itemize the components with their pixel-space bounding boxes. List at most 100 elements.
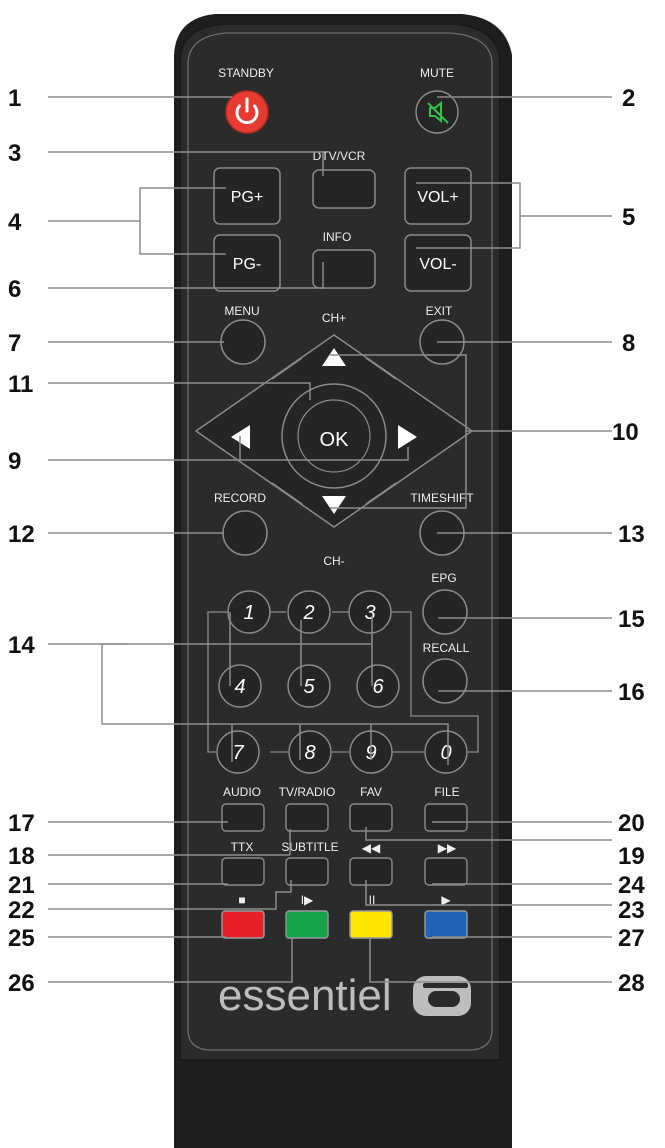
callout-13: 13 bbox=[618, 521, 645, 548]
record-button[interactable] bbox=[222, 510, 268, 556]
brand-logo: essentiel bbox=[218, 971, 471, 1020]
callout-19: 19 bbox=[618, 843, 645, 870]
pg-plus-label: PG+ bbox=[231, 189, 263, 206]
number-pad-frame bbox=[207, 611, 479, 753]
digit-button-3[interactable]: 3 bbox=[348, 590, 392, 634]
digit-label: 7 bbox=[232, 742, 244, 764]
dtv-vcr-button[interactable] bbox=[312, 169, 376, 209]
fav-button[interactable] bbox=[349, 803, 393, 832]
callout-18: 18 bbox=[8, 843, 35, 870]
tv-radio-label: TV/RADIO bbox=[279, 785, 336, 799]
callout-3: 3 bbox=[8, 140, 21, 167]
callout-5: 5 bbox=[622, 204, 635, 231]
red-button[interactable] bbox=[221, 910, 265, 939]
fast-forward-icon: ▶▶ bbox=[438, 841, 457, 855]
arrow-up-icon[interactable] bbox=[322, 348, 346, 366]
button-labels: STANDBY MUTE DTV/VCR INFO MENU EXIT CH+ … bbox=[214, 66, 474, 907]
digit-label: 5 bbox=[303, 676, 315, 698]
vol-plus-button[interactable]: VOL+ bbox=[404, 167, 472, 225]
subtitle-label: SUBTITLE bbox=[281, 840, 338, 854]
callout-numbers: 1 2 3 4 5 6 7 8 9 10 11 12 13 14 15 16 1… bbox=[8, 85, 645, 997]
callout-2: 2 bbox=[622, 85, 635, 112]
ok-button[interactable]: OK bbox=[281, 383, 387, 489]
vol-plus-label: VOL+ bbox=[417, 189, 458, 206]
ttx-button[interactable] bbox=[221, 857, 265, 886]
callout-28: 28 bbox=[618, 970, 645, 997]
ch-plus-label: CH+ bbox=[322, 311, 346, 325]
audio-label: AUDIO bbox=[223, 785, 261, 799]
digit-button-2[interactable]: 2 bbox=[287, 590, 331, 634]
play-icon: ▶ bbox=[441, 893, 451, 907]
standby-button[interactable] bbox=[225, 90, 269, 134]
record-label: RECORD bbox=[214, 491, 266, 505]
tv-radio-button[interactable] bbox=[285, 803, 329, 832]
callout-1: 1 bbox=[8, 85, 21, 112]
fav-label: FAV bbox=[360, 785, 382, 799]
menu-button[interactable] bbox=[220, 319, 266, 365]
arrow-right-icon[interactable] bbox=[398, 425, 417, 449]
callout-10: 10 bbox=[612, 419, 639, 446]
recall-button[interactable] bbox=[422, 658, 468, 704]
audio-button[interactable] bbox=[221, 803, 265, 832]
callout-14: 14 bbox=[8, 632, 35, 659]
digit-button-4[interactable]: 4 bbox=[218, 664, 262, 708]
digit-button-6[interactable]: 6 bbox=[356, 664, 400, 708]
callout-27: 27 bbox=[618, 925, 645, 952]
leader-lines bbox=[48, 96, 612, 983]
standby-label: STANDBY bbox=[218, 66, 274, 80]
callout-25: 25 bbox=[8, 925, 35, 952]
pause-icon: II bbox=[369, 893, 376, 907]
digit-button-8[interactable]: 8 bbox=[288, 730, 332, 774]
pg-minus-button[interactable]: PG- bbox=[213, 234, 281, 292]
callout-22: 22 bbox=[8, 897, 35, 924]
callout-23: 23 bbox=[618, 897, 645, 924]
callout-7: 7 bbox=[8, 330, 21, 357]
pg-plus-button[interactable]: PG+ bbox=[213, 167, 281, 225]
callout-17: 17 bbox=[8, 810, 35, 837]
exit-label: EXIT bbox=[426, 304, 453, 318]
step-icon: I▶ bbox=[301, 893, 314, 907]
green-button[interactable] bbox=[285, 910, 329, 939]
dtv-vcr-label: DTV/VCR bbox=[313, 149, 366, 163]
digit-button-1[interactable]: 1 bbox=[227, 590, 271, 634]
file-label: FILE bbox=[434, 785, 459, 799]
ch-minus-label: CH- bbox=[323, 554, 344, 568]
epg-button[interactable] bbox=[422, 589, 468, 635]
info-button[interactable] bbox=[312, 249, 376, 289]
info-label: INFO bbox=[323, 230, 352, 244]
stop-icon: ■ bbox=[238, 893, 245, 907]
timeshift-label: TIMESHIFT bbox=[410, 491, 474, 505]
subtitle-button[interactable] bbox=[285, 857, 329, 886]
pg-minus-label: PG- bbox=[233, 256, 261, 273]
callout-6: 6 bbox=[8, 276, 21, 303]
callout-12: 12 bbox=[8, 521, 35, 548]
digit-button-7[interactable]: 7 bbox=[216, 730, 260, 774]
mute-label: MUTE bbox=[420, 66, 454, 80]
fast-forward-button[interactable] bbox=[424, 857, 468, 886]
blue-button[interactable] bbox=[424, 910, 468, 939]
arrow-down-icon[interactable] bbox=[322, 496, 346, 514]
rewind-icon: ◀◀ bbox=[362, 841, 381, 855]
callout-8: 8 bbox=[622, 330, 635, 357]
mute-button[interactable] bbox=[415, 90, 459, 134]
digit-button-0[interactable]: 0 bbox=[424, 730, 468, 774]
digit-label: 0 bbox=[440, 742, 451, 764]
ttx-label: TTX bbox=[231, 840, 254, 854]
digit-label: 6 bbox=[372, 676, 384, 698]
file-button[interactable] bbox=[424, 803, 468, 832]
callout-9: 9 bbox=[8, 448, 21, 475]
digit-label: 3 bbox=[364, 602, 375, 624]
rewind-button[interactable] bbox=[349, 857, 393, 886]
digit-button-5[interactable]: 5 bbox=[287, 664, 331, 708]
epg-label: EPG bbox=[431, 571, 456, 585]
yellow-button[interactable] bbox=[349, 910, 393, 939]
recall-label: RECALL bbox=[423, 641, 470, 655]
menu-label: MENU bbox=[224, 304, 259, 318]
callout-20: 20 bbox=[618, 810, 645, 837]
vol-minus-button[interactable]: VOL- bbox=[404, 234, 472, 292]
ok-label: OK bbox=[320, 429, 350, 451]
callout-24: 24 bbox=[618, 872, 645, 899]
digit-label: 8 bbox=[304, 742, 315, 764]
speaker-muted-icon bbox=[427, 100, 449, 124]
